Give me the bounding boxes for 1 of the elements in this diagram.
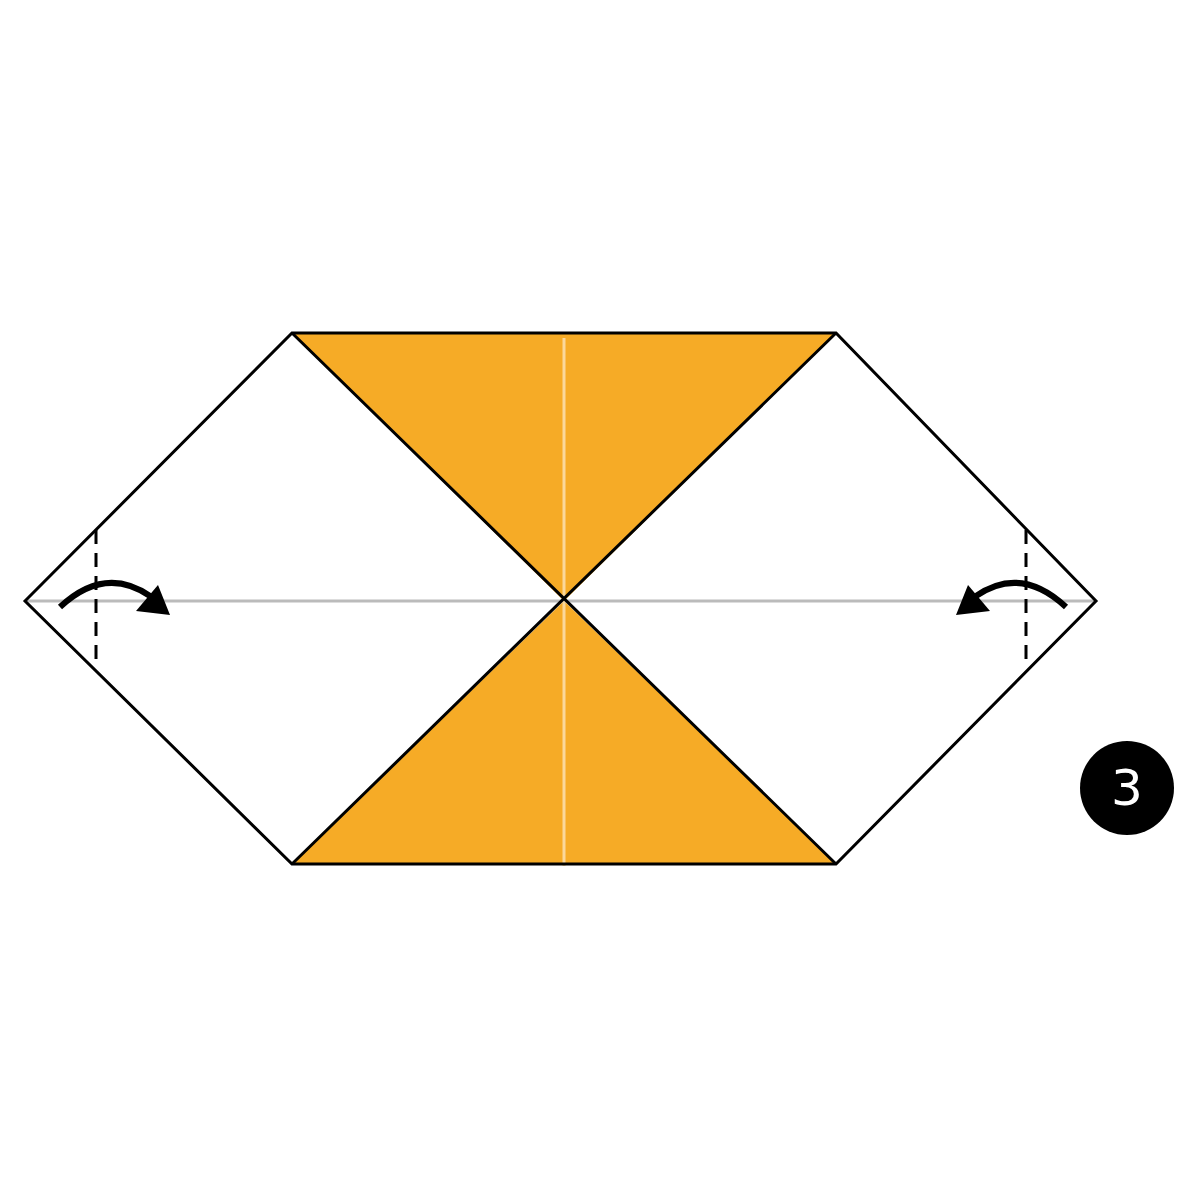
step-number: 3 xyxy=(1111,763,1143,813)
